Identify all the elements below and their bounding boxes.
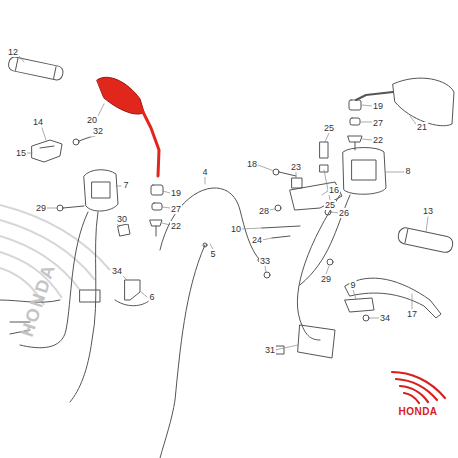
callout-number: 14 — [32, 117, 44, 127]
callout-number: 21 — [416, 122, 428, 132]
left-grip — [7, 56, 64, 81]
watermark-text: HONDA — [21, 261, 55, 338]
honda-wing-logo — [392, 372, 445, 403]
callout-number: 22 — [170, 221, 182, 231]
callout-number: 28 — [258, 206, 270, 216]
callout-number: 5 — [209, 249, 216, 259]
callout-number: 7 — [122, 180, 129, 190]
callout-number: 6 — [148, 292, 155, 302]
brand-logo-text: HONDA — [397, 407, 438, 417]
throttle-cable — [160, 188, 260, 260]
right-mirror — [393, 78, 454, 126]
brake-lever — [345, 278, 441, 318]
callout-number: 29 — [320, 274, 332, 284]
callout-number: 20 — [86, 115, 98, 125]
callout-number: 33 — [259, 256, 271, 266]
callout-number: 25 — [323, 123, 335, 133]
callout-number: 8 — [404, 166, 411, 176]
callout-number: 15 — [15, 148, 27, 158]
left-mirror — [97, 77, 144, 114]
callout-number: 17 — [406, 309, 418, 319]
reservoir — [298, 325, 335, 358]
callout-number: 9 — [349, 280, 356, 290]
callout-number: 23 — [290, 162, 302, 172]
callout-number: 22 — [372, 135, 384, 145]
callout-number: 26 — [338, 208, 350, 218]
callout-number: 34 — [379, 313, 391, 323]
right-grip — [397, 227, 454, 254]
callout-number: 24 — [251, 235, 263, 245]
callout-number: 34 — [111, 266, 123, 276]
callout-number: 19 — [372, 101, 384, 111]
callout-number: 4 — [201, 167, 208, 177]
right-switch-housing — [343, 148, 386, 195]
switch-clamp — [32, 140, 62, 162]
callout-number: 16 — [328, 185, 340, 195]
left-switch-housing — [84, 170, 118, 211]
callout-number: 12 — [7, 47, 19, 57]
callout-number: 18 — [246, 159, 258, 169]
callout-number: 27 — [170, 204, 182, 214]
watermark-wing — [0, 205, 110, 305]
callout-number: 30 — [116, 214, 128, 224]
callout-number: 25 — [324, 200, 336, 210]
master-cylinder-bracket — [290, 182, 342, 210]
callout-number: 32 — [92, 126, 104, 136]
callout-number: 10 — [230, 224, 242, 234]
callout-number: 19 — [170, 188, 182, 198]
callout-number: 29 — [35, 203, 47, 213]
callout-number: 31 — [264, 345, 276, 355]
callout-number: 13 — [422, 206, 434, 216]
callout-number: 27 — [372, 118, 384, 128]
